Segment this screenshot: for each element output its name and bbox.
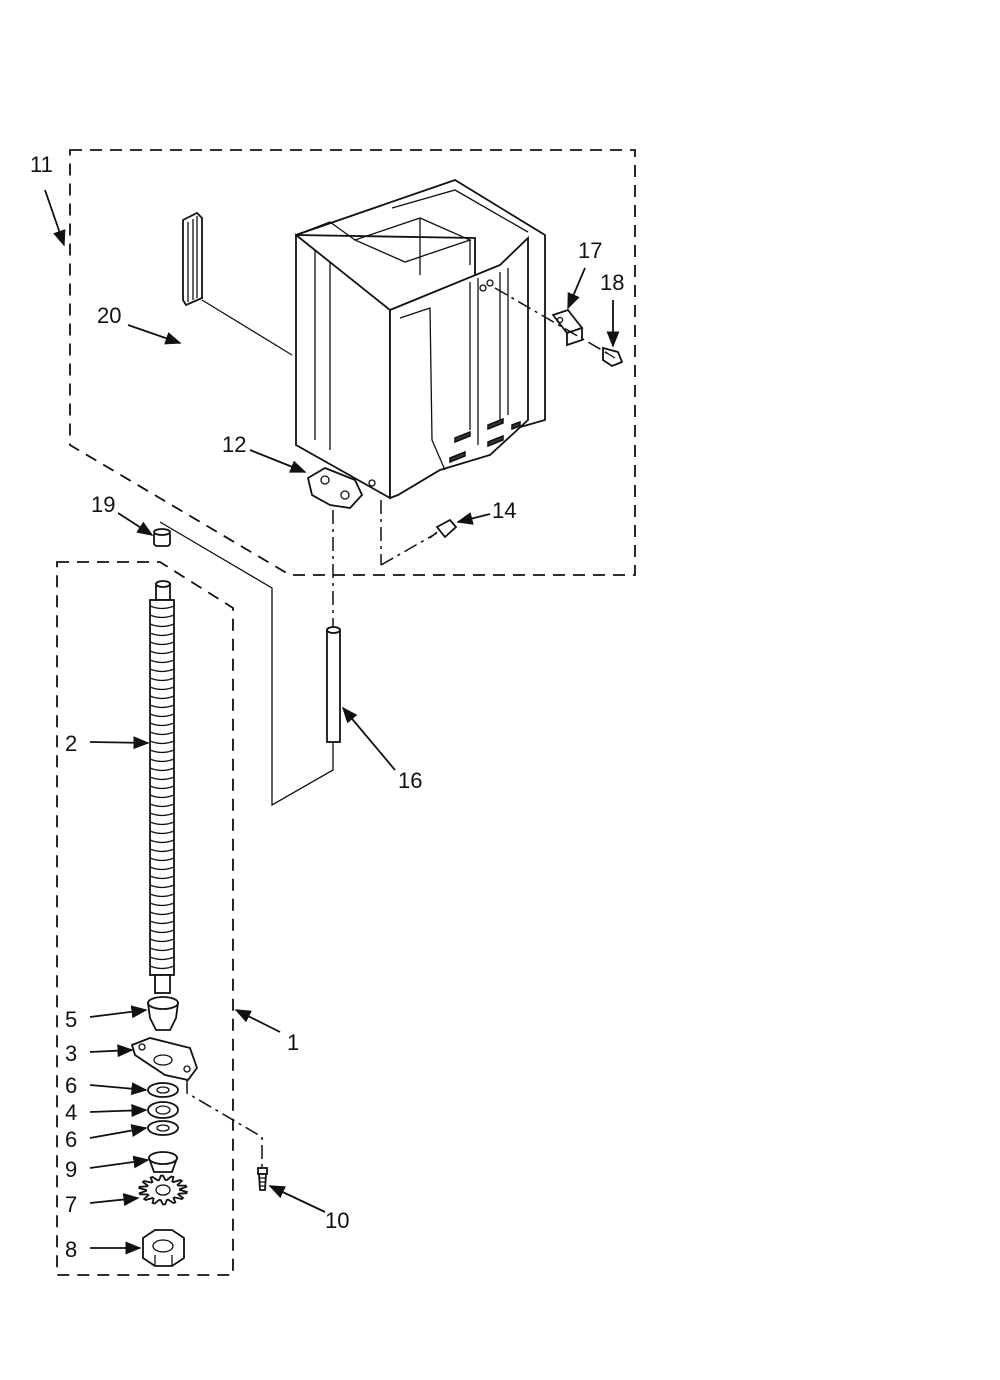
callout-16: 16 bbox=[398, 768, 422, 793]
arrow-7 bbox=[89, 1193, 140, 1206]
callout-9: 9 bbox=[65, 1157, 77, 1182]
callout-6-lower: 6 bbox=[65, 1127, 77, 1152]
washer-part-6-lower bbox=[147, 1120, 179, 1136]
threaded-rod-part-2 bbox=[149, 580, 175, 994]
callout-8: 8 bbox=[65, 1237, 77, 1262]
arrow-5 bbox=[89, 1005, 148, 1019]
assembly-1-boundary bbox=[56, 561, 234, 1276]
arrow-19 bbox=[117, 512, 154, 536]
arrow-6-upper bbox=[89, 1082, 148, 1096]
callout-6-upper: 6 bbox=[65, 1073, 77, 1098]
bushing-part-5 bbox=[146, 996, 180, 1031]
arrow-12 bbox=[249, 449, 307, 473]
gasket-strip-part-20 bbox=[182, 211, 203, 307]
screw-10-leader bbox=[186, 1080, 263, 1168]
callout-labels: 11 20 17 18 12 14 19 16 2 5 1 3 6 4 6 9 … bbox=[30, 152, 624, 1262]
callout-12: 12 bbox=[222, 432, 246, 457]
callout-19: 19 bbox=[91, 492, 115, 517]
callout-17: 17 bbox=[578, 238, 602, 263]
arrow-20 bbox=[127, 324, 182, 345]
callout-4: 4 bbox=[65, 1100, 77, 1125]
callout-arrows bbox=[44, 189, 620, 1255]
arrow-1 bbox=[234, 1009, 281, 1033]
cup-washer-part-9 bbox=[147, 1151, 179, 1173]
screw-part-10 bbox=[257, 1167, 268, 1191]
housing-box-assembly bbox=[295, 179, 546, 500]
arrow-16 bbox=[341, 706, 396, 771]
callout-18: 18 bbox=[600, 270, 624, 295]
callout-1: 1 bbox=[287, 1030, 299, 1055]
arrow-9 bbox=[89, 1155, 150, 1169]
arrow-3 bbox=[89, 1044, 134, 1058]
arrow-14 bbox=[456, 512, 491, 525]
callout-10: 10 bbox=[325, 1208, 349, 1233]
rod-16-connector bbox=[159, 521, 334, 807]
lock-washer-part-4 bbox=[147, 1101, 179, 1119]
bracket-part-17 bbox=[551, 308, 584, 347]
arrow-11 bbox=[44, 189, 66, 247]
cap-part-19 bbox=[153, 528, 171, 547]
arrow-2 bbox=[89, 736, 150, 750]
arrow-6-lower bbox=[89, 1124, 148, 1139]
arrow-17 bbox=[567, 267, 586, 310]
callout-2: 2 bbox=[65, 731, 77, 756]
arrow-10 bbox=[268, 1185, 326, 1213]
washer-part-6-upper bbox=[147, 1082, 179, 1098]
callout-11: 11 bbox=[30, 152, 53, 177]
callout-20: 20 bbox=[97, 303, 121, 328]
rod-part-16 bbox=[326, 626, 341, 743]
hex-nut-part-8 bbox=[142, 1229, 185, 1267]
screw-14-leader-d bbox=[380, 532, 438, 566]
callout-7: 7 bbox=[65, 1192, 77, 1217]
callout-5: 5 bbox=[65, 1007, 77, 1032]
arrow-4 bbox=[89, 1104, 148, 1117]
clamp-block-part-12 bbox=[306, 467, 364, 509]
screw-18-leader bbox=[494, 287, 613, 357]
mounting-plate-part-3 bbox=[130, 1037, 199, 1082]
assembly-11-boundary bbox=[69, 149, 636, 576]
sprocket-part-7 bbox=[138, 1174, 188, 1206]
callout-3: 3 bbox=[65, 1041, 77, 1066]
screw-part-18 bbox=[602, 346, 624, 368]
callout-14: 14 bbox=[492, 498, 516, 523]
gasket-leader-line bbox=[201, 299, 293, 356]
